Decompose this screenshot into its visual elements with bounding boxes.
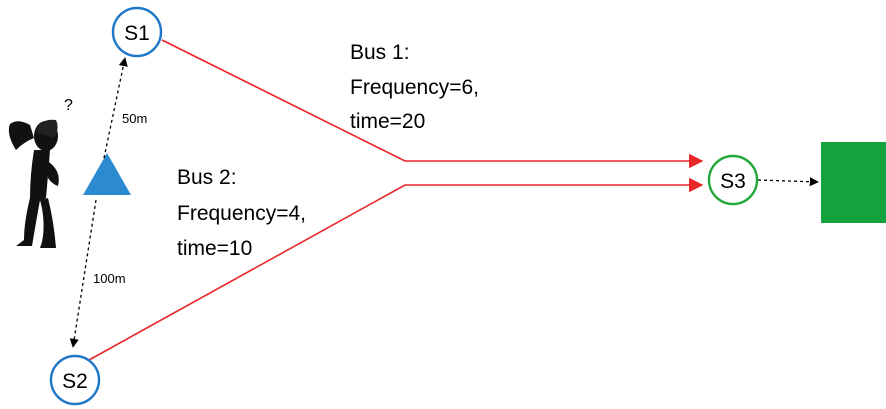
distance-label-s2: 100m	[93, 271, 126, 286]
origin-triangle-icon	[83, 153, 131, 195]
question-mark: ?	[64, 97, 73, 114]
walk-arrow-to-s1	[103, 57, 128, 159]
station-s3-label: S3	[720, 170, 746, 193]
bus-2-title: Bus 2:	[177, 166, 237, 189]
walk-arrow-to-s2	[69, 199, 97, 348]
bus-1-time: time=20	[350, 110, 425, 133]
destination-square	[821, 142, 886, 223]
thinking-person-icon: ?	[8, 97, 73, 248]
bus-1-title: Bus 1:	[350, 41, 410, 64]
bus-1-route	[161, 39, 704, 169]
bus-2-time: time=10	[177, 237, 252, 260]
bus-1-frequency: Frequency=6,	[350, 76, 479, 99]
walk-arrow-to-destination	[757, 177, 819, 187]
distance-label-s1: 50m	[122, 111, 147, 126]
bus-2-route	[88, 177, 704, 361]
bus-2-info: Bus 2: Frequency=4, time=10	[177, 166, 306, 260]
bus-1-info: Bus 1: Frequency=6, time=20	[350, 41, 479, 133]
station-s1: S1	[111, 6, 163, 58]
station-s1-label: S1	[124, 22, 150, 45]
station-s2-label: S2	[62, 370, 88, 393]
bus-2-frequency: Frequency=4,	[177, 202, 306, 225]
station-s2: S2	[49, 354, 101, 406]
station-s3: S3	[707, 154, 759, 206]
